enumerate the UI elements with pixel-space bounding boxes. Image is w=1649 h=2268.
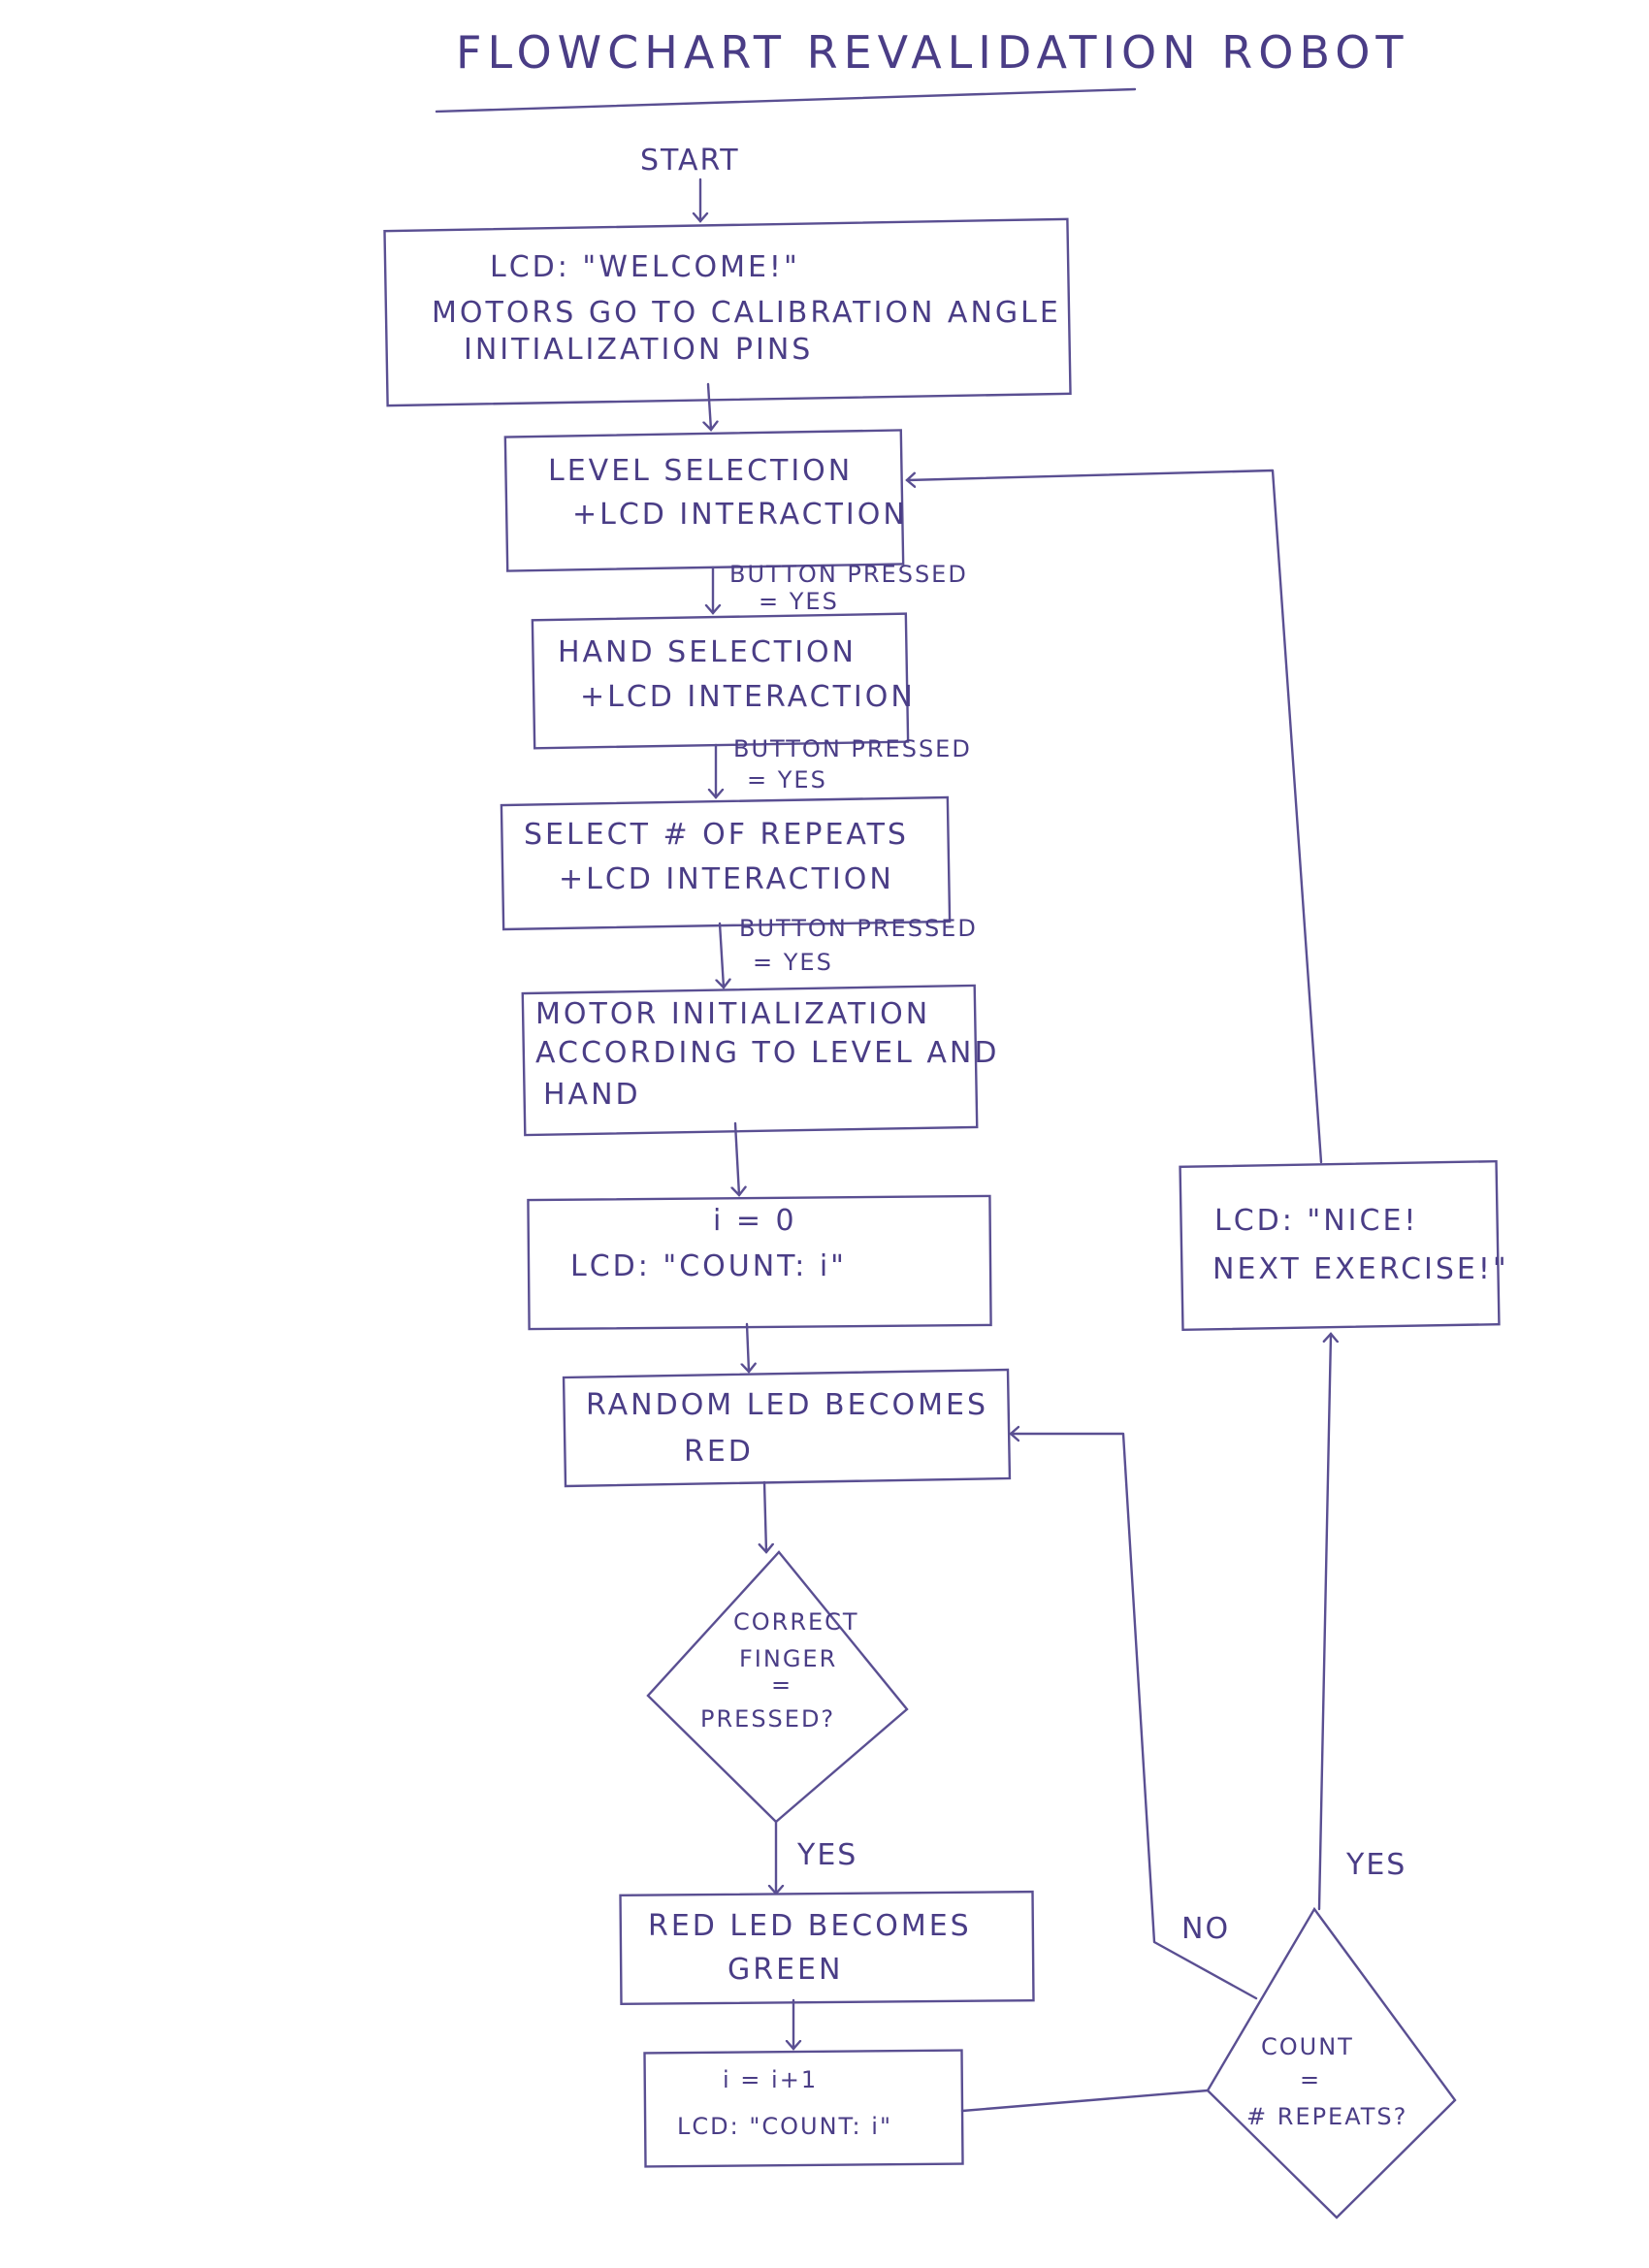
node-hand-selection: HAND SELECTION +LCD INTERACTION	[531, 612, 916, 750]
edge-label-button: BUTTON PRESSED	[739, 915, 978, 942]
node-text: MOTORS GO TO CALIBRATION ANGLE	[432, 296, 1061, 330]
node-text: =	[771, 1671, 792, 1699]
edge-random-finger	[764, 1480, 766, 1552]
node-text: SELECT # OF REPEATS	[524, 818, 909, 852]
edge-label-yes: YES	[796, 1838, 857, 1872]
edge-init-level	[708, 382, 711, 430]
edge-countcheck-no-random	[1011, 1434, 1258, 2000]
node-increment: i = i+1 LCD: "COUNT: i"	[643, 2049, 964, 2168]
edge-label-button: = YES	[759, 588, 839, 615]
node-decision-count-repeats: COUNT = # REPEATS?	[1206, 1906, 1457, 2219]
node-text: RED	[684, 1435, 754, 1469]
node-text: LEVEL SELECTION	[548, 454, 853, 488]
node-text: GREEN	[728, 1953, 843, 1987]
node-text: =	[1300, 2066, 1321, 2093]
node-red-led-green: RED LED BECOMES GREEN	[619, 1890, 1035, 2006]
node-motor-initialization: MOTOR INITIALIZATION ACCORDING TO LEVEL …	[521, 984, 999, 1137]
node-text: LCD: "WELCOME!"	[490, 250, 800, 284]
node-text: ACCORDING TO LEVEL AND	[535, 1036, 999, 1070]
node-text: +LCD INTERACTION	[559, 862, 894, 896]
edge-motor-countinit	[735, 1121, 739, 1195]
node-text: +LCD INTERACTION	[572, 498, 908, 532]
node-random-led-red: RANDOM LED BECOMES RED	[562, 1368, 1012, 1488]
edge-countinit-random	[747, 1322, 749, 1372]
edge-label-button: = YES	[747, 766, 827, 794]
node-text: LCD: "COUNT: i"	[570, 1249, 847, 1283]
edge-label-button: = YES	[753, 949, 833, 976]
diagram-title: FLOWCHART REVALIDATION ROBOT	[456, 26, 1409, 79]
node-count-init: i = 0 LCD: "COUNT: i"	[527, 1194, 992, 1331]
edge-label-yes: YES	[1345, 1848, 1406, 1882]
node-text: LCD: "COUNT: i"	[677, 2113, 892, 2140]
node-text: FINGER	[739, 1645, 837, 1672]
title-underline	[435, 87, 1137, 113]
node-text: # REPEATS?	[1246, 2103, 1407, 2130]
node-text: CORRECT	[733, 1608, 859, 1636]
edge-label-no: NO	[1181, 1912, 1230, 1946]
node-nice-next-exercise: LCD: "NICE! NEXT EXERCISE!"	[1179, 1159, 1509, 1332]
node-text: COUNT	[1261, 2033, 1354, 2060]
edge-nice-level	[907, 469, 1323, 1164]
node-text: MOTOR INITIALIZATION	[535, 997, 930, 1031]
node-level-selection: LEVEL SELECTION +LCD INTERACTION	[503, 429, 908, 572]
node-initialization: LCD: "WELCOME!" MOTORS GO TO CALIBRATION…	[383, 217, 1072, 407]
edge-repeats-motor	[720, 922, 724, 988]
node-text: RED LED BECOMES	[648, 1909, 972, 1943]
node-text: i = i+1	[723, 2066, 818, 2093]
edge-label-button: BUTTON PRESSED	[733, 735, 972, 762]
edge-label-button: BUTTON PRESSED	[729, 561, 968, 588]
node-text: PRESSED?	[700, 1705, 835, 1733]
edge-increment-countcheck	[960, 2089, 1210, 2113]
edge-countcheck-yes-nice	[1317, 1334, 1331, 1911]
node-text: LCD: "NICE!	[1214, 1204, 1418, 1238]
node-text: i = 0	[713, 1204, 797, 1238]
node-text: RANDOM LED BECOMES	[586, 1388, 988, 1422]
node-text: INITIALIZATION PINS	[464, 333, 813, 367]
node-select-repeats: SELECT # OF REPEATS +LCD INTERACTION	[500, 795, 952, 931]
node-text: HAND SELECTION	[558, 635, 857, 669]
node-decision-correct-finger: CORRECT FINGER = PRESSED?	[646, 1550, 909, 1824]
node-text: +LCD INTERACTION	[580, 680, 916, 714]
node-text: NEXT EXERCISE!"	[1212, 1252, 1509, 1286]
node-text: HAND	[543, 1078, 641, 1112]
start-label: START	[640, 144, 740, 178]
